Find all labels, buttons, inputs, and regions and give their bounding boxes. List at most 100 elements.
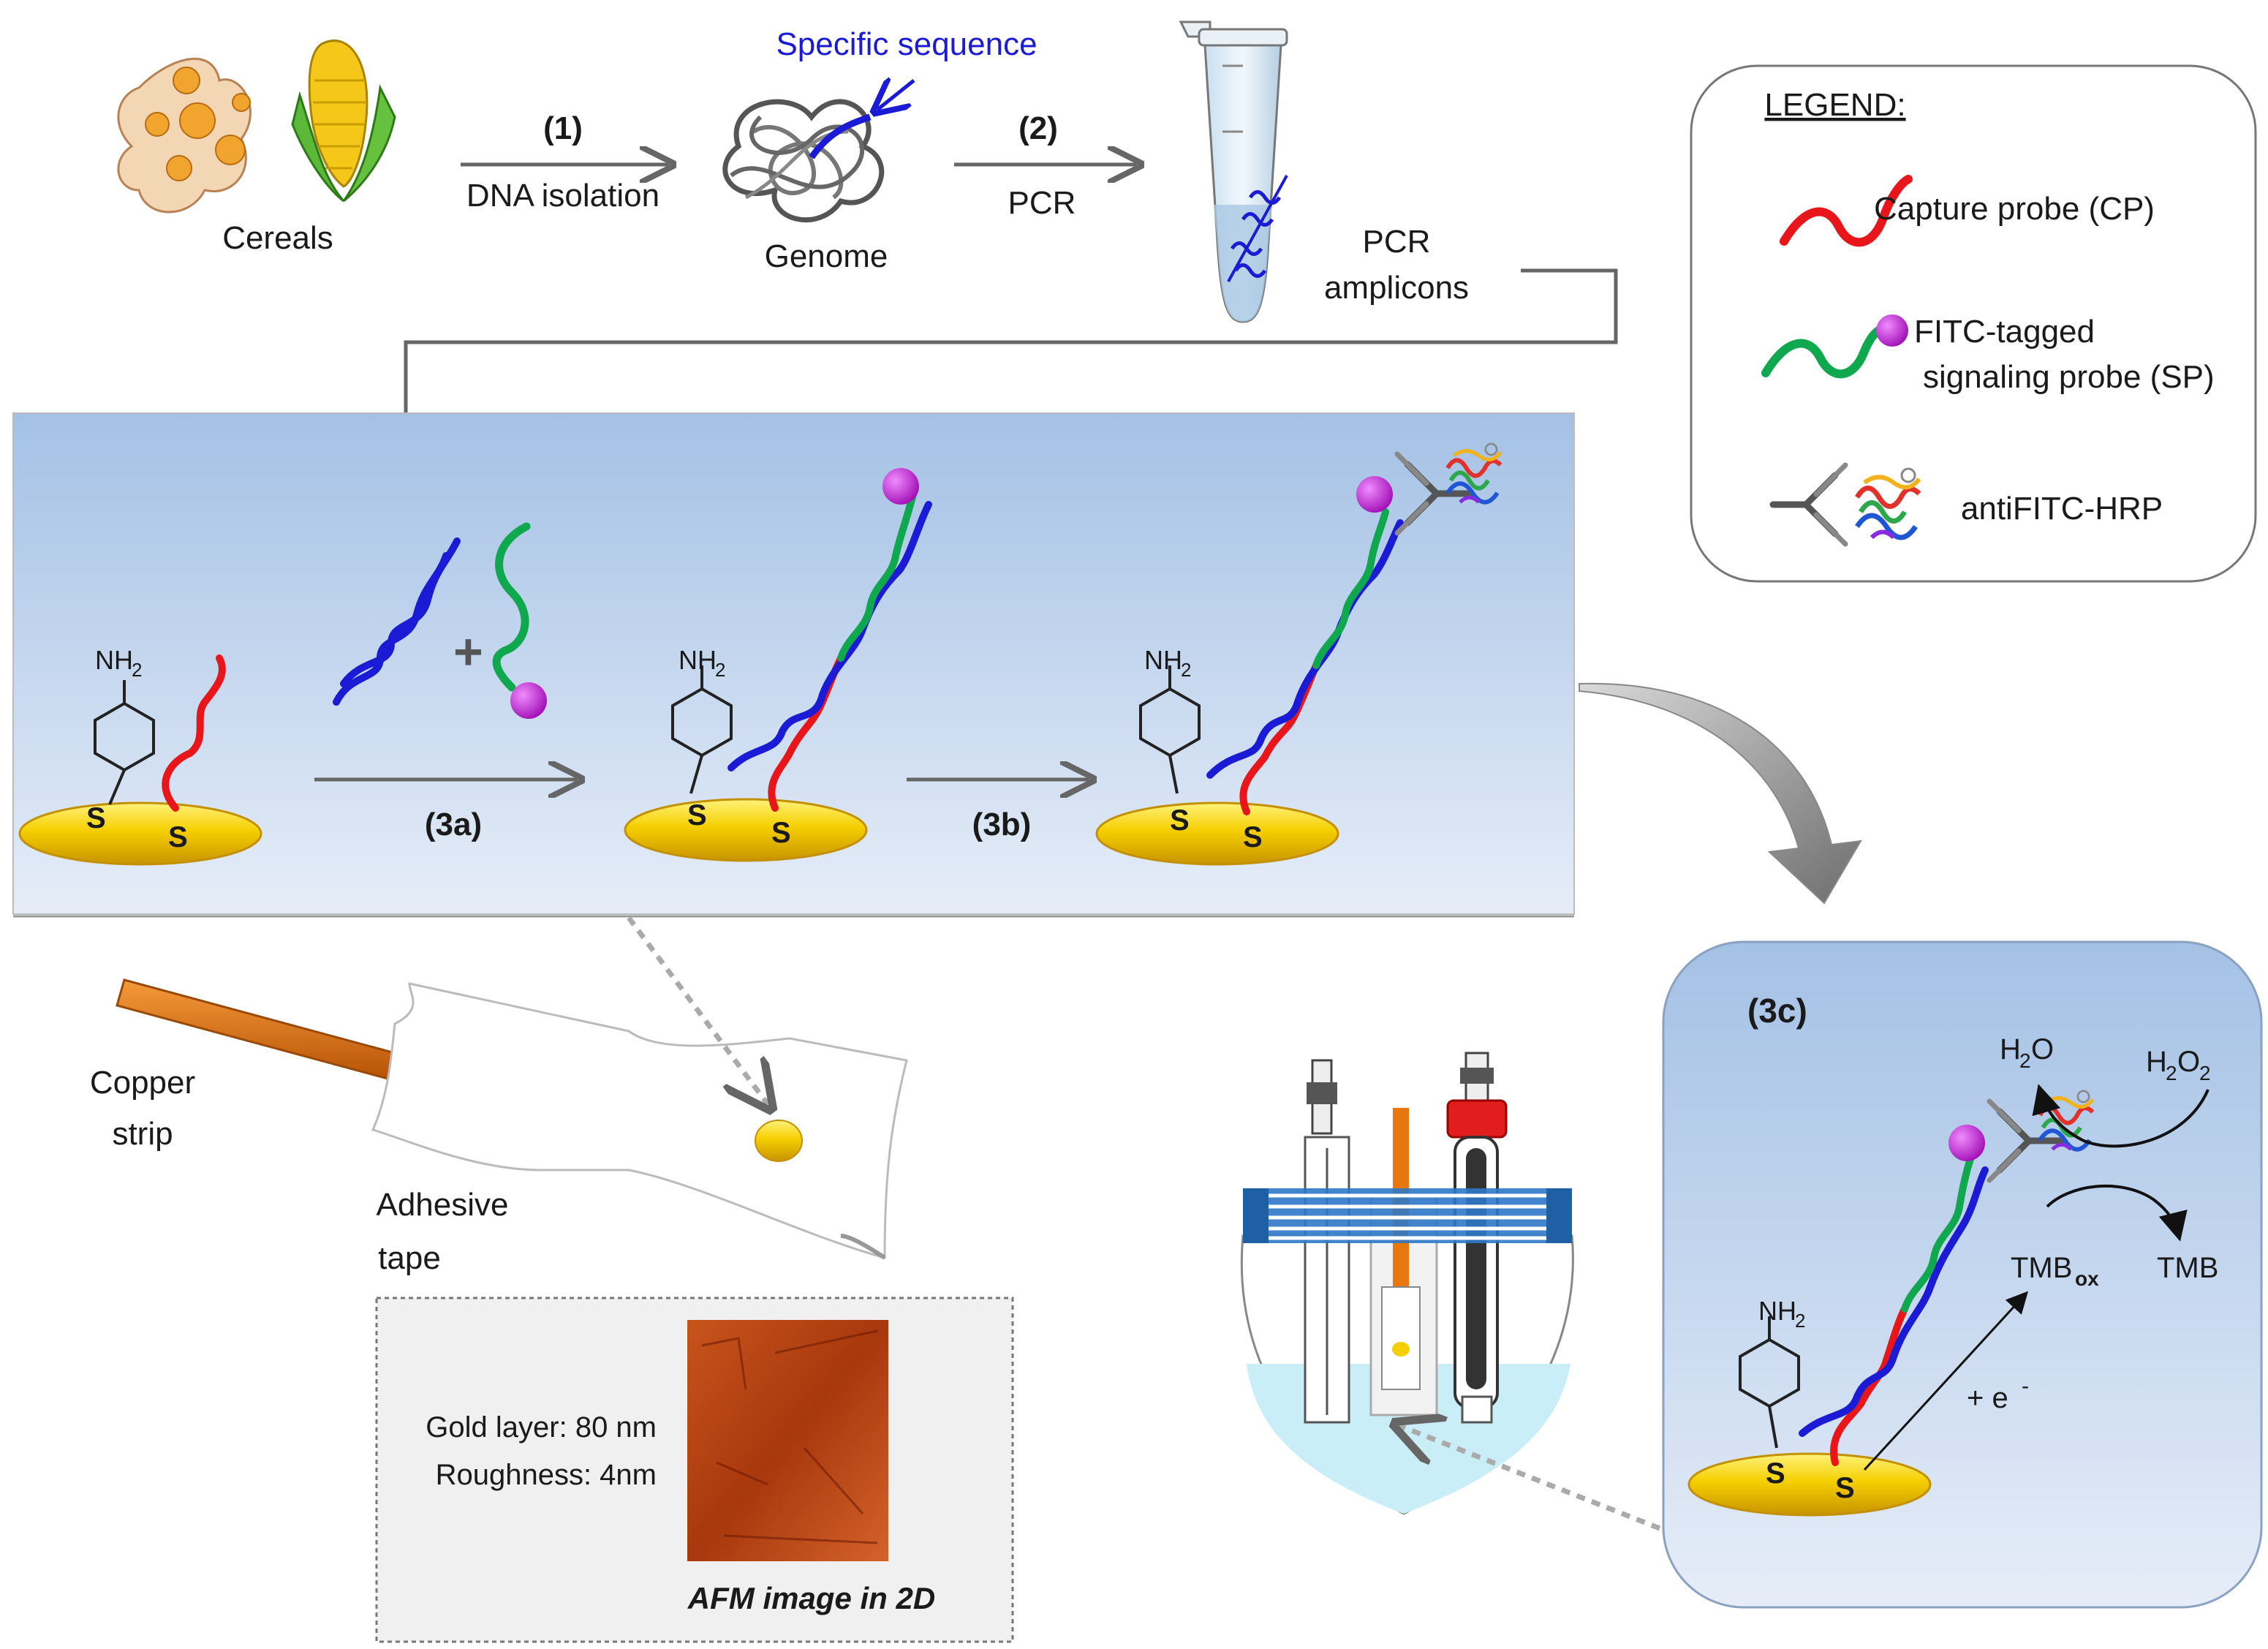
tmb-label: TMB — [2157, 1252, 2218, 1284]
plus-sign: + — [453, 623, 483, 680]
electron-label: + e — [1967, 1382, 2008, 1414]
tmb-ox-label: TMB — [2011, 1252, 2072, 1284]
detection-panel — [1662, 940, 2263, 1609]
amplicons-label-line1: PCR — [1363, 224, 1431, 260]
h2o-o: O — [2031, 1033, 2054, 1065]
corn-icon — [291, 39, 396, 203]
gold-layer-label: Gold layer: 80 nm — [426, 1411, 657, 1444]
amplicons-to-assay-connector — [406, 268, 1618, 532]
amplicon-strand-4 — [1799, 1166, 1989, 1437]
legend-title: LEGEND: — [1764, 87, 1905, 123]
electrochemical-cell — [1240, 1052, 1574, 1515]
h2o-h: H — [2000, 1033, 2021, 1065]
h2o2-sub2: 2 — [2199, 1062, 2211, 1084]
specific-sequence-segment — [809, 113, 872, 159]
amplicon-strand-2 — [727, 501, 932, 771]
tmb-ox-subscript: ox — [2075, 1267, 2099, 1290]
fitc-tag-3 — [1356, 476, 1393, 513]
nh2-subscript: 2 — [132, 659, 142, 681]
nh2-subscript-2: 2 — [715, 659, 725, 681]
adhesive-tape-label-2: tape — [378, 1240, 441, 1276]
nh2-subscript-4: 2 — [1795, 1310, 1805, 1332]
copper-strip-label-2: strip — [112, 1116, 173, 1152]
step2-arrow: (2) PCR — [954, 110, 1137, 221]
redox-reactions: H 2 O H 2 O 2 TMB ox TMB + e - — [1863, 1033, 2218, 1471]
step3a-label: (3a) — [425, 807, 482, 842]
detection-to-cell-connector — [1400, 1426, 1661, 1531]
genome-label: Genome — [765, 238, 888, 274]
cell-clamp-band — [1243, 1188, 1572, 1243]
nh2-label-3: NH — [1144, 645, 1182, 675]
afm-inset: Gold layer: 80 nm Roughness: 4nm AFM ima… — [375, 1297, 1014, 1643]
detection-electrode: NH 2 S S — [1687, 1091, 2093, 1517]
fitc-tag-4 — [1948, 1125, 1985, 1161]
step1-arrow: (1) DNA isolation — [461, 110, 669, 214]
electrode-stage-initial: NH 2 S S — [18, 645, 262, 866]
h2o2-sub1: 2 — [2166, 1062, 2177, 1084]
step2-label: PCR — [1008, 185, 1076, 221]
legend-capture-probe-icon — [1780, 175, 1913, 247]
electrode-stage-labeled: NH 2 S S — [1095, 444, 1500, 866]
adhesive-tape-icon — [371, 982, 908, 1259]
copper-strip-label-1: Copper — [90, 1065, 195, 1101]
cereals-label: Cereals — [222, 220, 333, 256]
legend-antibody-label: antiFITC-HRP — [1961, 491, 2163, 527]
sulfur-label-a: S — [86, 802, 106, 834]
working-electrode-icon — [1369, 1108, 1438, 1416]
gold-electrode-1 — [18, 801, 262, 866]
nh2-subscript-3: 2 — [1181, 659, 1191, 681]
afm-caption: AFM image in 2D — [687, 1581, 935, 1615]
step3a-arrow: (3a) — [314, 780, 578, 842]
electrode-stage-hybridized: NH 2 S S — [624, 468, 932, 862]
step3b-arrow: (3b) — [907, 780, 1089, 842]
pcr-tube-icon — [1179, 20, 1288, 323]
free-fitc-tag — [510, 682, 547, 719]
grain-cells-icon — [117, 57, 252, 214]
big-curved-arrow — [1579, 682, 1862, 905]
legend-fitc-icon — [1876, 314, 1908, 347]
sulfur-label-h: S — [1835, 1472, 1855, 1504]
specific-sequence-label: Specific sequence — [776, 26, 1037, 62]
step3b-label: (3b) — [972, 807, 1032, 842]
fitc-tag-2 — [882, 468, 919, 505]
capture-probe-1 — [162, 654, 226, 812]
step1-label: DNA isolation — [466, 178, 659, 214]
nh2-label-4: NH — [1758, 1296, 1796, 1326]
h2o2-o: O — [2177, 1046, 2200, 1078]
amplicons-label-line2: amplicons — [1324, 270, 1469, 306]
free-amplicon-helix — [333, 537, 461, 706]
h2o-sub: 2 — [2019, 1049, 2031, 1072]
afm-image — [687, 1320, 888, 1561]
h2o2-h: H — [2146, 1046, 2167, 1078]
nh2-label: NH — [95, 645, 133, 675]
legend-signaling-probe-label-1: FITC-tagged — [1914, 314, 2095, 350]
aminothiophenol-molecule — [94, 680, 155, 805]
legend-signaling-probe-label-2: signaling probe (SP) — [1923, 359, 2215, 395]
panel-to-electrode-connector — [627, 916, 768, 1104]
gold-spot-icon — [755, 1120, 803, 1162]
sulfur-label-f: S — [1243, 821, 1263, 853]
genome-illustration: Specific sequence Genome — [722, 26, 1037, 274]
step2-number: (2) — [1018, 110, 1058, 146]
sulfur-label-d: S — [771, 817, 791, 849]
sulfur-label-e: S — [1170, 804, 1190, 837]
nh2-label-2: NH — [678, 645, 717, 675]
amplicon-strand-3 — [1206, 519, 1404, 779]
signaling-probe-3 — [1312, 508, 1389, 669]
adhesive-tape-label-1: Adhesive — [376, 1187, 508, 1223]
copper-strip-icon — [116, 978, 396, 1080]
step1-number: (1) — [543, 110, 583, 146]
electron-superscript: - — [2022, 1374, 2029, 1398]
capture-probe-4 — [1830, 1305, 1908, 1466]
amplicon-plus-sp: + — [333, 522, 547, 719]
sulfur-label-b: S — [168, 821, 188, 853]
cereals-illustration: Cereals — [117, 39, 396, 256]
legend-capture-probe-label: Capture probe (CP) — [1874, 191, 2155, 227]
electrode-fabrication: Copper strip Adhesive tape — [90, 916, 908, 1276]
free-signaling-probe — [492, 522, 531, 692]
sulfur-label-g: S — [1766, 1457, 1785, 1490]
roughness-label: Roughness: 4nm — [436, 1459, 657, 1491]
signaling-probe-4 — [1901, 1155, 1974, 1313]
sulfur-label-c: S — [687, 799, 707, 831]
